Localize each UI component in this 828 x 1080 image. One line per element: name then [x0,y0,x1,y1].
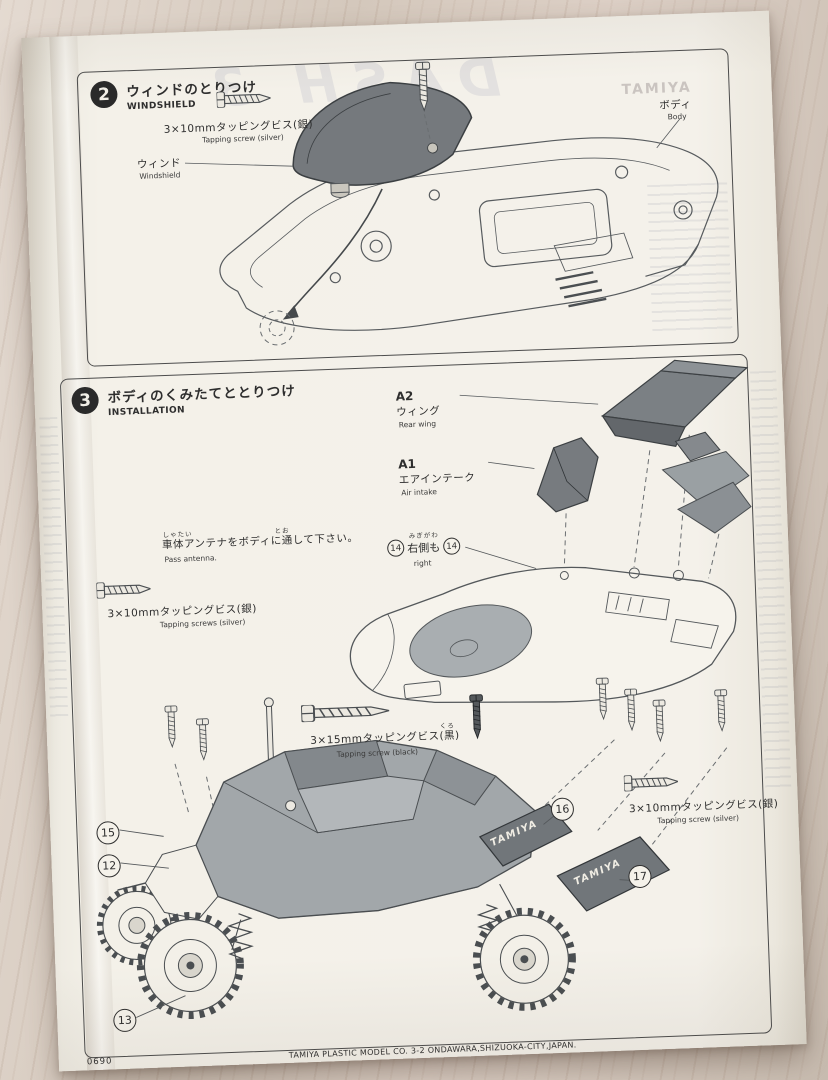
part-a1-label-jp: エアインテーク [398,471,476,487]
body-label-jp: ボディ [658,98,692,112]
windshield-label-jp: ウィンド [136,157,182,171]
step-2-windshield-section: 2 ウィンドのとりつけ WINDSHIELD 3×10mmタッピングビス(銀) … [76,48,739,367]
body-shell [349,566,737,703]
part-a1-label-en: Air intake [401,487,438,498]
part-a2-label-jp: ウィング [396,404,441,419]
buggy-assembly [96,739,576,1019]
tapping-screw-icon [300,702,390,723]
step-3-installation-section: TAMIYA TAMIYA 3 ボディのくみたてととりつけ INSTALLATI… [59,353,779,1059]
rear-wing-part [601,359,749,448]
instruction-sheet: DASH 3 TAMIYA [21,10,807,1072]
tapping-screw-icon [96,580,151,599]
step-2-number-badge: 2 [89,80,118,109]
windshield-assembly-illustration [184,61,719,346]
body-installation-illustration: TAMIYA TAMIYA [96,359,752,1019]
part-a2-label-en: Rear wing [398,419,437,430]
step-3-number-badge: 3 [71,386,100,415]
tapping-screw-icon [623,773,679,792]
right-side-note: 14 右側も 14 [386,537,461,557]
part-a2-code: A2 [395,388,414,404]
wheel [472,907,576,1011]
antenna-instruction-en: Pass antenna. [164,553,218,565]
air-intake-part [536,437,599,513]
windshield-part [292,81,473,186]
antenna-routing [259,188,383,346]
right-side-note-jp: 右側も [407,540,441,555]
part-a1-code: A1 [397,456,417,472]
right-side-note-en: right [413,558,432,569]
part-14-badge: 14 [386,539,405,557]
tapping-screw-icon [216,89,271,108]
antenna-rod [263,697,275,763]
windshield-label-en: Windshield [139,170,181,181]
wheel [136,911,244,1019]
body-label-en: Body [667,111,687,122]
part-14-badge: 14 [442,537,461,555]
